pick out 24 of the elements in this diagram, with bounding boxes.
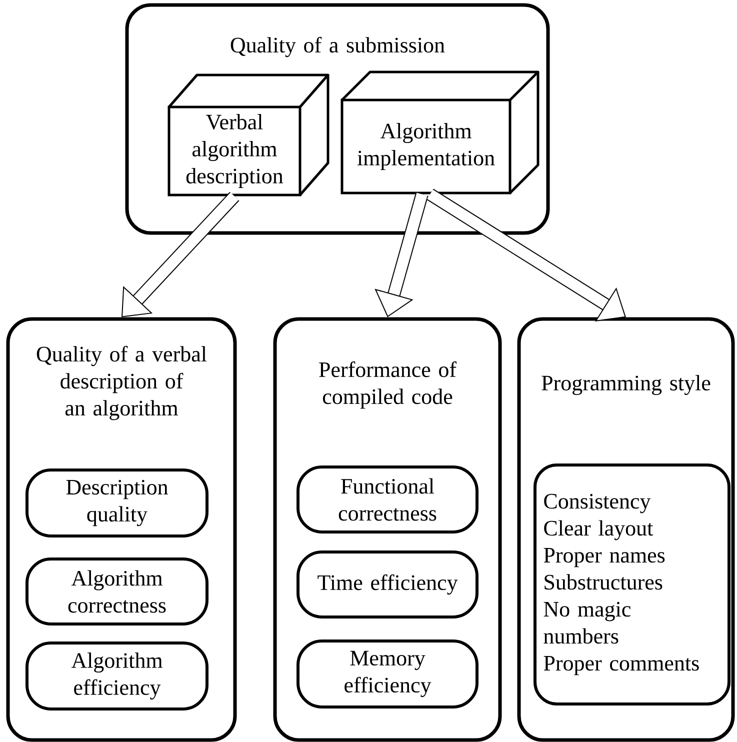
group-box [273,317,502,742]
rounded-box: Functional correctness [296,466,478,534]
rounded-box: Algorithm efficiency [26,642,208,710]
box-title: Quality of a submission [230,36,445,58]
cube: Algorithm implementation [340,70,540,194]
group-box [6,317,237,742]
box-title: Quality of a verbal description of an algorithm [36,346,207,420]
list-item: Clear layout [544,520,654,540]
hollow-arrow [122,192,240,318]
list-item: Consistency [544,494,651,514]
rounded-box: Description quality [26,468,208,538]
group-box [517,317,735,742]
list-item: Proper names [544,548,665,568]
box-title: Programming style [542,375,710,396]
rounded-box: Algorithm correctness [26,558,208,626]
list-box [534,464,730,706]
rounded-box: Time efficiency [296,550,478,618]
list-item: No magic numbers [544,602,630,644]
cube: Verbal algorithm description [168,74,330,196]
rounded-box: Memory efficiency [296,640,478,708]
list-item: Substructures [544,574,662,590]
box-title: Performance of compiled code [319,361,457,409]
list-item: Proper comments [544,656,699,676]
group-box [125,3,550,235]
